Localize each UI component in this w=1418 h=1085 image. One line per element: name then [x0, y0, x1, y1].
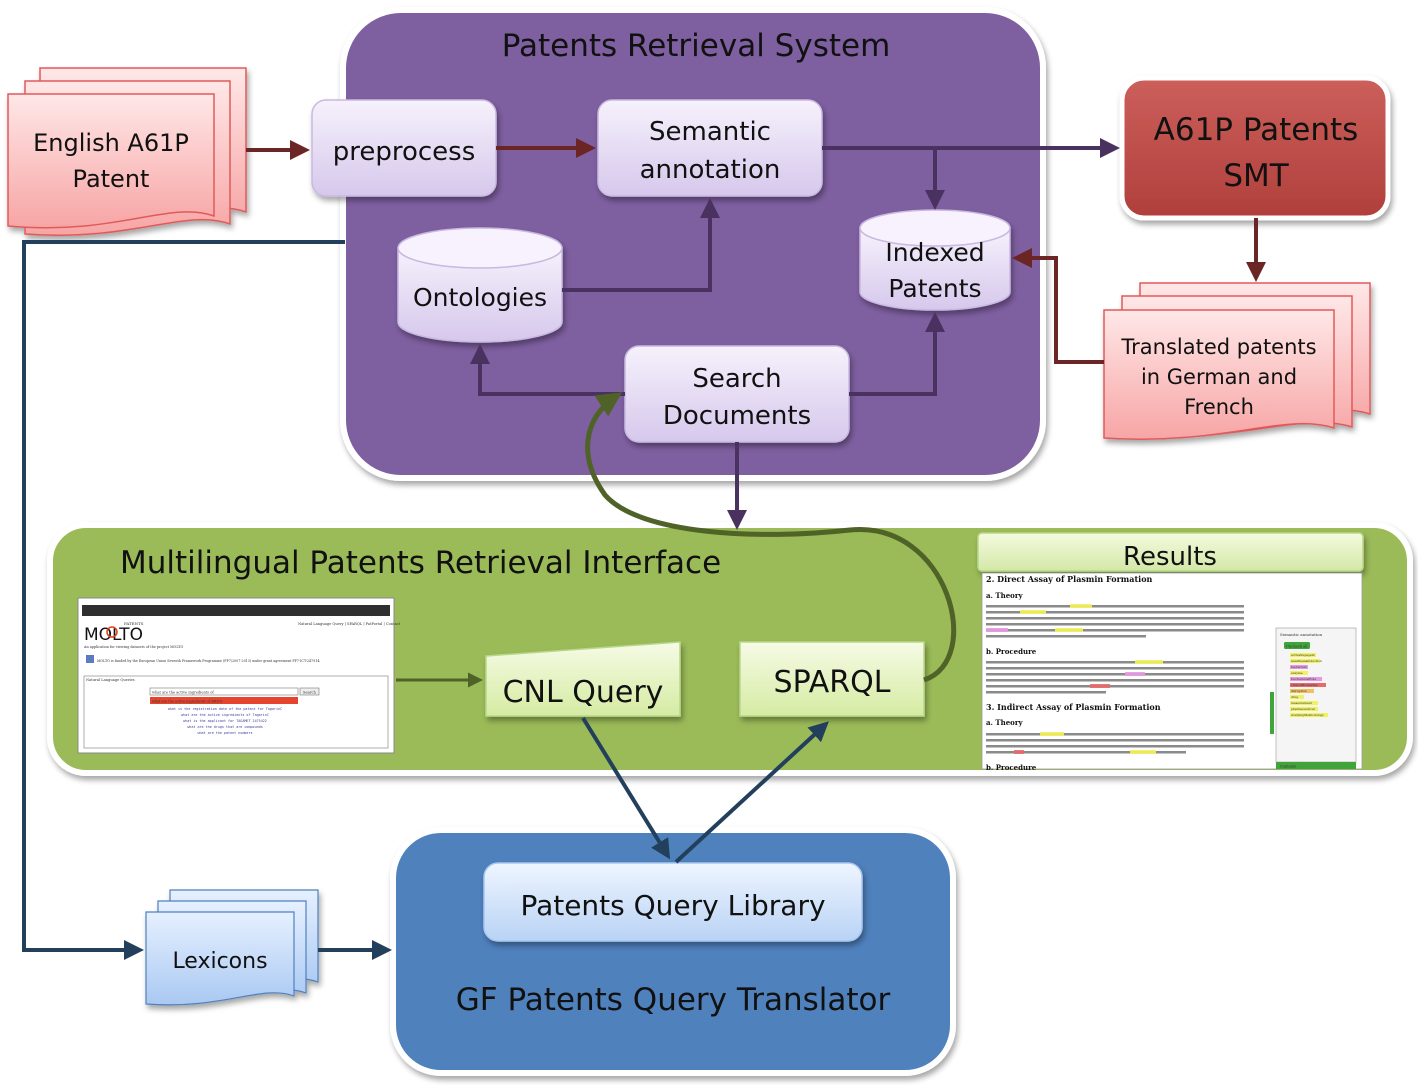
molto-panel-title: Natural Language Queries: [86, 678, 135, 682]
results-paragraph-lines: [986, 733, 1244, 754]
input-patent-label-2: Patent: [73, 165, 150, 193]
semantic-annotation-label-1: Semantic: [649, 117, 771, 147]
molto-logo-small: PATENTS: [124, 621, 144, 626]
ontologies-database: [397, 227, 563, 343]
patents-query-library-label: Patents Query Library: [520, 889, 825, 922]
search-documents-label-1: Search: [692, 364, 781, 394]
molto-suggestion: what are the drugs that are compounds: [187, 725, 263, 729]
results-title: Results: [1123, 542, 1217, 572]
input-patent-stack: [7, 67, 247, 236]
results-subheading: b. Procedure: [986, 647, 1037, 656]
molto-nav: Natural Language Query | SPARQL | PatPor…: [298, 622, 401, 626]
smt-box: [1119, 75, 1391, 221]
molto-suggestion: what are the patent numbers: [197, 731, 252, 735]
molto-suggestion: what are the active ingredients of Tagar…: [181, 713, 269, 717]
molto-search-button: Search: [303, 691, 316, 695]
search-documents-label-2: Documents: [663, 401, 811, 431]
smt-label-1: A61P Patents: [1154, 112, 1359, 148]
results-subheading: b. Procedure: [986, 763, 1037, 772]
lexicons-stack: [145, 889, 319, 1006]
results-document: 2. Direct Assay of Plasmin Formation a. …: [981, 572, 1363, 772]
results-heading: 3. Indirect Assay of Plasmin Formation: [986, 702, 1161, 712]
annotation-item: enzyme: [1291, 671, 1303, 675]
annotation-item: measurement: [1291, 701, 1313, 705]
lexicons-label: Lexicons: [172, 949, 267, 974]
indexed-patents-database: [859, 209, 1011, 311]
input-patent-label-1: English A61P: [33, 129, 189, 157]
translated-patents-label-2: in German and: [1141, 365, 1297, 389]
arrow-system-to-lexicons: [22, 240, 345, 960]
arrow-sparql-to-search: [585, 392, 957, 683]
annotation-uncheck-button: Uncheck all: [1286, 645, 1308, 649]
smt-label-2: SMT: [1223, 158, 1289, 194]
annotation-item: biochemicalRole: [1291, 677, 1316, 681]
results-paragraph-lines: [986, 605, 1244, 638]
molto-funding: MOLTO is funded by the European Union Se…: [97, 659, 320, 663]
annotation-item: anesthesiaInduction: [1291, 659, 1322, 663]
arrow-search-to-ontologies: [470, 344, 625, 396]
annotation-item: pharmaceutical: [1291, 707, 1315, 711]
cnl-query-box: [485, 641, 681, 717]
annotation-item: disruption: [1291, 689, 1307, 693]
preprocess-label: preprocess: [333, 137, 476, 167]
flow-arrows: [22, 138, 1266, 960]
semantic-annotation-label-2: annotation: [640, 155, 781, 185]
translated-patents-label-3: French: [1184, 395, 1254, 419]
annotation-item: bacterium: [1291, 665, 1307, 669]
molto-interface-screenshot: PATENTS MOLTO Natural Language Query | S…: [77, 597, 401, 754]
results-title-bar: [977, 532, 1364, 572]
results-subheading: a. Theory: [986, 591, 1024, 600]
results-subheading: a. Theory: [986, 718, 1024, 727]
arrow-library-to-sparql: [674, 721, 829, 864]
sparql-box: [739, 641, 925, 717]
molto-logo: MOLTO: [84, 625, 143, 645]
arrow-translated-to-indexed: [1012, 248, 1104, 364]
patents-query-library-box: [483, 862, 863, 942]
sparql-label: SPARQL: [774, 665, 891, 700]
indexed-patents-label-1: Indexed: [885, 238, 984, 267]
results-heading: 2. Direct Assay of Plasmin Formation: [986, 574, 1153, 584]
annotation-item: clinicalBiomarker: [1291, 683, 1319, 687]
molto-query-input: what are the active ingredients of: [152, 691, 214, 695]
translated-patents-stack: [1103, 282, 1371, 440]
translator-title: GF Patents Query Translator: [456, 982, 891, 1018]
molto-suggestion: what is the registration date of the pat…: [168, 707, 282, 711]
ontologies-label: Ontologies: [413, 283, 547, 312]
annotation-item-list: activatingagent anesthesiaInduction bact…: [1290, 653, 1328, 717]
annotation-panel-title: Semantic annotation: [1280, 632, 1322, 637]
cnl-query-label: CNL Query: [503, 675, 664, 710]
results-paragraph-lines: [986, 661, 1244, 694]
annotation-item: activatingagent: [1291, 653, 1316, 657]
molto-tagline: An application for viewing datasets of t…: [83, 645, 184, 649]
retrieval-system-title: Patents Retrieval System: [502, 28, 891, 64]
interface-title: Multilingual Patents Retrieval Interface: [120, 545, 721, 581]
molto-suggestion: what is the applicant for TAGAMET 247542…: [183, 719, 267, 723]
annotation-item: studyingMethodology: [1291, 713, 1324, 717]
arrow-ontologies-to-annotation: [562, 198, 720, 292]
translated-patents-label-1: Translated patents: [1120, 335, 1316, 359]
indexed-patents-label-2: Patents: [888, 274, 981, 303]
annotation-footer: Contents: [1280, 765, 1297, 769]
arrow-search-to-indexed: [849, 312, 945, 396]
arrow-cnl-to-library: [581, 716, 671, 860]
annotation-item: drug: [1291, 695, 1298, 699]
molto-suggestion-selected: what are the active ingredients of DRUG: [152, 700, 222, 704]
